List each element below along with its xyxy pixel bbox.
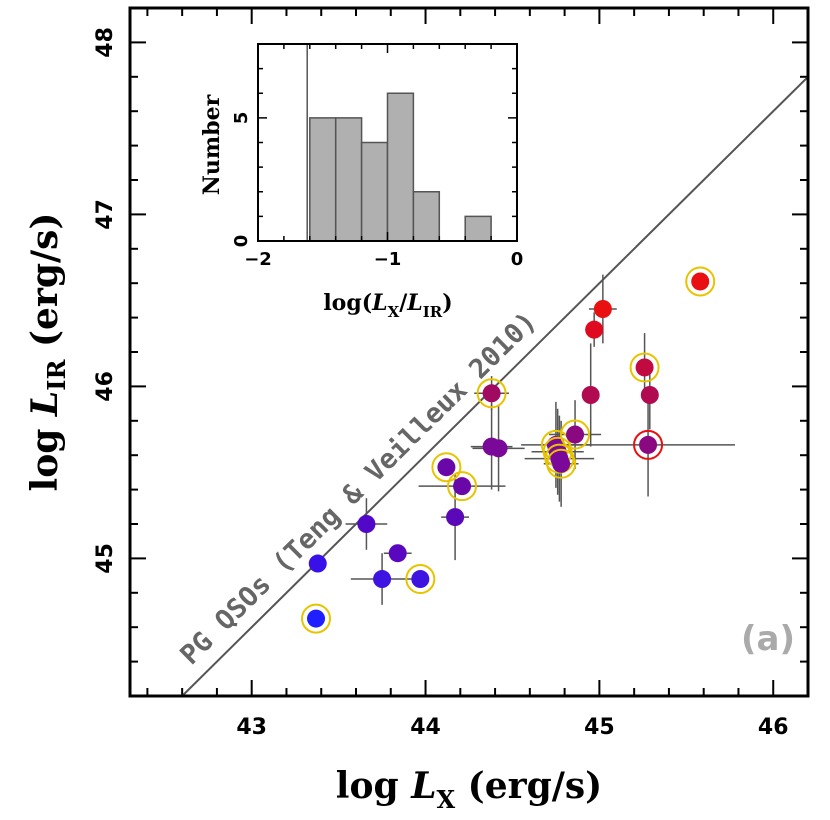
histogram-bar bbox=[464, 215, 492, 242]
histogram-bar bbox=[334, 117, 363, 242]
data-point-ring bbox=[476, 378, 507, 409]
data-point-ring bbox=[431, 452, 462, 483]
y-tick-label: 45 bbox=[93, 543, 118, 574]
y-tick-label: 47 bbox=[93, 199, 118, 230]
inset-x-axis-label: log(LX/LIR) bbox=[323, 290, 452, 321]
x-tick-label: 45 bbox=[584, 715, 615, 740]
inset-x-tick-label: −2 bbox=[244, 249, 272, 270]
data-point bbox=[552, 454, 571, 473]
data-point bbox=[566, 425, 585, 444]
data-point bbox=[437, 458, 456, 477]
data-point-ring bbox=[301, 603, 332, 634]
data-point-ring bbox=[405, 564, 436, 595]
data-point bbox=[489, 439, 508, 458]
relation-label: PG QSOs (Teng & Veilleux 2010) bbox=[174, 306, 542, 671]
data-point bbox=[635, 358, 654, 377]
data-point bbox=[308, 554, 327, 573]
data-point-ring bbox=[633, 429, 664, 460]
panel-label: (a) bbox=[741, 619, 795, 659]
histogram-bar bbox=[412, 191, 441, 242]
data-point bbox=[388, 544, 407, 563]
inset-y-axis-label: Number bbox=[199, 94, 225, 195]
x-axis-label: log LX (erg/s) bbox=[336, 765, 602, 814]
data-point bbox=[581, 386, 600, 404]
y-tick-label: 48 bbox=[93, 27, 118, 58]
histogram-bar bbox=[386, 92, 415, 242]
data-point bbox=[373, 570, 392, 589]
inset-frame bbox=[257, 43, 518, 242]
data-point bbox=[593, 300, 612, 318]
data-point-ring bbox=[560, 419, 591, 450]
inset-x-tick-label: −1 bbox=[374, 249, 402, 270]
x-tick-label: 43 bbox=[236, 715, 267, 740]
inset-histogram: −2 −1 0 0 5 log(LX/LIR) Number bbox=[199, 43, 524, 321]
data-point bbox=[640, 386, 659, 404]
data-point bbox=[639, 435, 658, 454]
data-point bbox=[482, 384, 501, 403]
histogram-bar bbox=[309, 117, 337, 242]
data-point bbox=[691, 272, 710, 291]
data-point-ring bbox=[629, 352, 660, 383]
data-point bbox=[307, 609, 326, 628]
data-point-ring bbox=[546, 448, 577, 479]
y-axis-label: log LIR (erg/s) bbox=[24, 213, 71, 492]
data-point bbox=[357, 515, 376, 533]
histogram-bar bbox=[360, 141, 389, 242]
data-point bbox=[585, 320, 604, 339]
data-point bbox=[446, 508, 465, 527]
data-point-ring bbox=[685, 266, 716, 297]
data-point bbox=[453, 477, 472, 496]
inset-x-tick-label: 0 bbox=[511, 249, 524, 270]
data-point-ring bbox=[447, 471, 478, 502]
plot-frame bbox=[128, 6, 810, 698]
x-tick-label: 44 bbox=[410, 715, 441, 740]
x-tick-label: 46 bbox=[758, 715, 789, 740]
y-tick-label: 46 bbox=[93, 371, 118, 402]
data-point bbox=[411, 570, 430, 589]
inset-y-tick-label: 5 bbox=[231, 112, 252, 125]
inset-y-tick-label: 0 bbox=[231, 235, 252, 248]
